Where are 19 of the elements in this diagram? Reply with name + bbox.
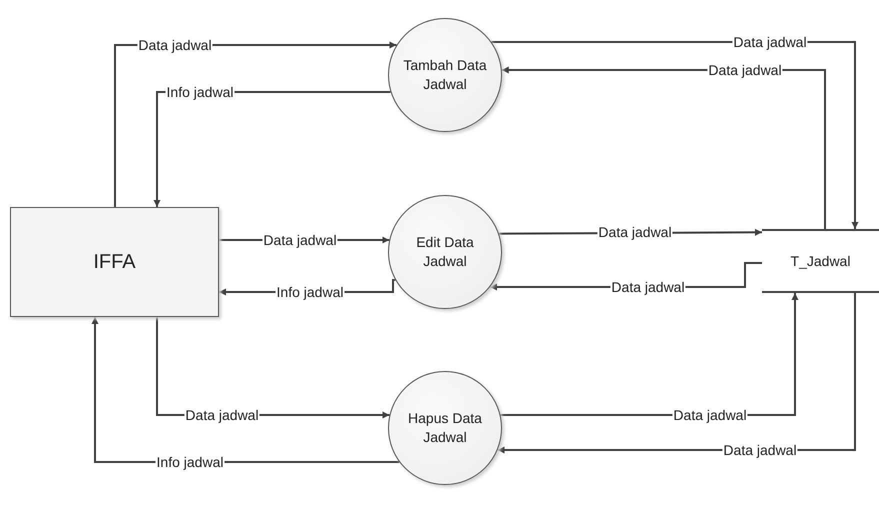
edge-label: Data jadwal	[137, 37, 213, 53]
edge-label: Data jadwal	[732, 34, 808, 50]
edge-label: Info jadwal	[166, 84, 234, 100]
node-label: Edit Data Jadwal	[415, 233, 475, 271]
edge-label: Info jadwal	[276, 284, 344, 300]
node-label: T_Jadwal	[790, 253, 850, 269]
node-label: Hapus Data Jadwal	[407, 409, 483, 447]
edge-label: Data jadwal	[184, 407, 260, 423]
edge-label: Data jadwal	[707, 62, 783, 78]
edge-label: Data jadwal	[610, 279, 686, 295]
node-label: IFFA	[93, 250, 136, 274]
data-store	[762, 229, 879, 293]
edge-label: Data jadwal	[262, 232, 338, 248]
external-entity-box	[10, 207, 219, 317]
node-label: Tambah Data Jadwal	[402, 56, 488, 94]
edge-label: Data jadwal	[722, 442, 798, 458]
edge-label: Data jadwal	[597, 224, 673, 240]
edge-label: Data jadwal	[672, 407, 748, 423]
edge-label: Info jadwal	[156, 454, 224, 470]
